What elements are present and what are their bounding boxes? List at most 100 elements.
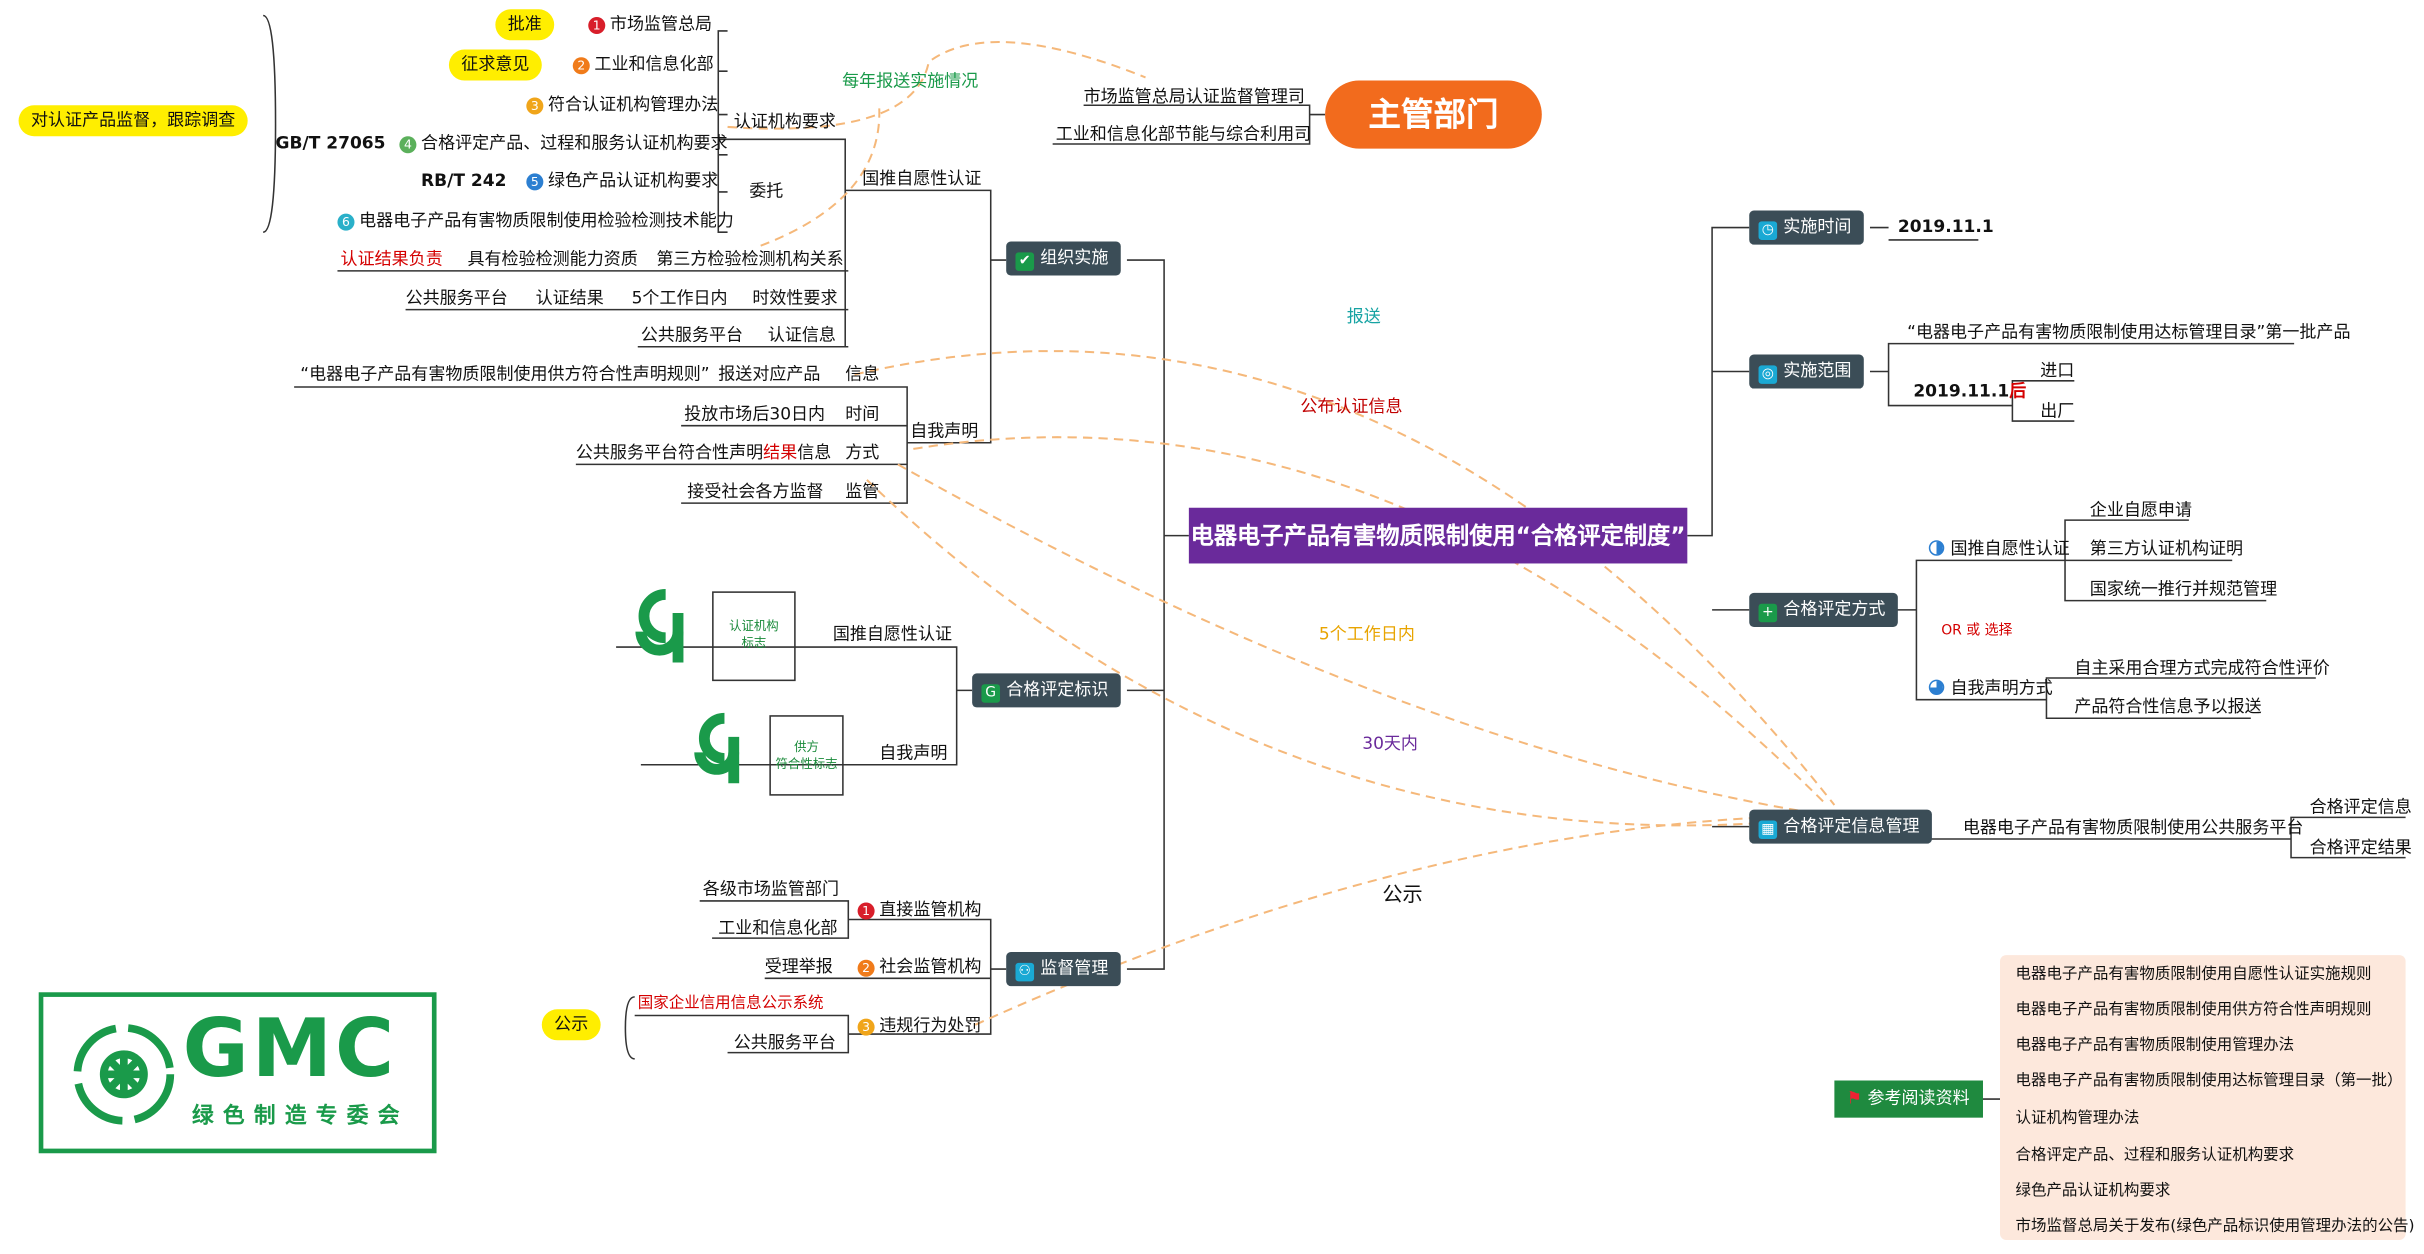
- info-item-1[interactable]: 合格评定信息: [2309, 797, 2412, 818]
- supv-local[interactable]: 各级市场监管部门: [702, 879, 840, 900]
- node-impl-time[interactable]: ◷实施时间: [1749, 210, 1864, 245]
- gmc-subtitle: 绿色制造专委会: [191, 1103, 409, 1129]
- scope-import[interactable]: 进口: [2040, 360, 2075, 381]
- vol-item-1[interactable]: 企业自愿申请: [2089, 500, 2192, 521]
- node-method[interactable]: +合格评定方式: [1749, 592, 1898, 627]
- supv-report[interactable]: 受理举报: [764, 956, 833, 977]
- self-item-1[interactable]: 自主采用合理方式完成符合性评价: [2074, 657, 2330, 679]
- self-accept-supervision[interactable]: 接受社会各方监督: [687, 481, 824, 502]
- references-box: [2000, 955, 2406, 1240]
- supervise-tag[interactable]: 对认证产品监督，跟踪调查: [18, 105, 248, 137]
- progress-half-icon: [1928, 540, 1945, 556]
- people-icon: ⚇: [1015, 962, 1035, 982]
- std-gbt: GB/T 27065: [275, 133, 386, 154]
- cert-third-party[interactable]: 第三方检验检测机构关系: [656, 249, 844, 270]
- gcp-logo-2: [694, 712, 740, 784]
- target-icon: ◎: [1758, 365, 1778, 384]
- cert-capab[interactable]: 具有检验检测能力资质: [467, 249, 638, 270]
- self-platform-result[interactable]: 公共服务平台符合性声明结果信息: [575, 442, 832, 463]
- publicize-tag[interactable]: 公示: [541, 1009, 601, 1041]
- supv-platform[interactable]: 公共服务平台: [733, 1032, 836, 1053]
- org-platform-2[interactable]: 公共服务平台: [640, 325, 744, 346]
- number-3-icon: 3: [857, 1018, 875, 1036]
- mark-voluntary[interactable]: 国推自愿性认证: [832, 623, 953, 644]
- ref-item-3[interactable]: 电器电子产品有害物质限制使用管理办法: [2015, 1037, 2295, 1055]
- dept-miit[interactable]: 工业和信息化部节能与综合利用司: [1055, 123, 1312, 144]
- supv-miit[interactable]: 工业和信息化部: [718, 917, 838, 939]
- scope-catalog[interactable]: “电器电子产品有害物质限制使用达标管理目录”第一批产品: [1907, 321, 2351, 343]
- node-org-impl[interactable]: ✔组织实施: [1006, 241, 1121, 276]
- method-voluntary[interactable]: 国推自愿性认证: [1928, 539, 2070, 561]
- major-dept-topic[interactable]: 主管部门: [1325, 80, 1542, 149]
- ref-item-8[interactable]: 市场监督总局关于发布(绿色产品标识使用管理办法的公告): [2015, 1218, 2415, 1236]
- arrow-label-5days: 5个工作日内: [1318, 623, 1415, 644]
- node-references[interactable]: ⚑ 参考阅读资料: [1834, 1080, 1983, 1118]
- self-method[interactable]: 方式: [845, 442, 880, 463]
- info-item-2[interactable]: 合格评定结果: [2309, 837, 2412, 858]
- vol-item-2[interactable]: 第三方认证机构证明: [2089, 538, 2244, 559]
- self-info[interactable]: 信息: [845, 363, 880, 384]
- consult-tag[interactable]: 征求意见: [448, 49, 542, 81]
- org-platform-1[interactable]: 公共服务平台: [405, 287, 508, 309]
- org-cert-info[interactable]: 认证信息: [767, 325, 836, 346]
- org-timely[interactable]: 时效性要求: [752, 287, 838, 309]
- impl-date[interactable]: 2019.11.1: [1897, 216, 1994, 237]
- ref-item-4[interactable]: 电器电子产品有害物质限制使用达标管理目录（第一批）: [2015, 1072, 2403, 1090]
- clock-icon: ◷: [1758, 221, 1778, 240]
- number-5-icon: 5: [526, 173, 544, 191]
- vol-item-3[interactable]: 国家统一推行并规范管理: [2089, 578, 2278, 600]
- number-2-icon: 2: [572, 57, 590, 75]
- node-supervision[interactable]: ⚇监督管理: [1006, 952, 1121, 987]
- plus-icon: +: [1758, 603, 1778, 623]
- self-report-prod[interactable]: 报送对应产品: [718, 363, 821, 384]
- org-5days[interactable]: 5个工作日内: [631, 287, 728, 309]
- self-30days[interactable]: 投放市场后30日内: [684, 404, 826, 425]
- dept-samr[interactable]: 市场监管总局认证监督管理司: [1083, 86, 1305, 107]
- approve-tag[interactable]: 批准: [495, 9, 555, 41]
- supv-credit-system[interactable]: 国家企业信用信息公示系统: [637, 995, 824, 1013]
- mark-self[interactable]: 自我声明: [879, 743, 948, 764]
- method-self[interactable]: 自我声明方式: [1928, 678, 2053, 700]
- self-rules[interactable]: “电器电子产品有害物质限制使用供方符合性声明规则”: [300, 363, 710, 384]
- central-topic[interactable]: 电器电子产品有害物质限制使用“合格评定制度”: [1188, 507, 1688, 564]
- cert-result-resp[interactable]: 认证结果负责: [340, 249, 443, 270]
- number-4-icon: 4: [399, 136, 417, 154]
- ref-item-7[interactable]: 绿色产品认证机构要求: [2015, 1182, 2171, 1200]
- ref-item-5[interactable]: 认证机构管理办法: [2015, 1109, 2140, 1127]
- self-supervision[interactable]: 监管: [845, 481, 880, 502]
- ref-item-6[interactable]: 合格评定产品、过程和服务认证机构要求: [2015, 1147, 2295, 1165]
- node-info-mgmt[interactable]: ▦合格评定信息管理: [1749, 809, 1932, 844]
- org-voluntary[interactable]: 国推自愿性认证: [862, 168, 982, 189]
- number-2-icon: 2: [857, 959, 875, 977]
- arrow-label-publish: 公布认证信息: [1300, 396, 1403, 417]
- info-platform[interactable]: 电器电子产品有害物质限制使用公共服务平台: [1962, 817, 2304, 838]
- scope-factory[interactable]: 出厂: [2040, 400, 2075, 422]
- org-self-declare[interactable]: 自我声明: [910, 421, 979, 442]
- org-agency-req[interactable]: 认证机构要求: [733, 111, 836, 132]
- scope-date[interactable]: 2019.11.1后: [1913, 380, 2027, 401]
- number-6-icon: 6: [337, 213, 355, 231]
- badge-icon: G: [981, 684, 1001, 703]
- seal-supplier-conformity: 供方符合性标志: [769, 715, 844, 796]
- flag-icon: ⚑: [1846, 1088, 1863, 1109]
- ref-item-1[interactable]: 电器电子产品有害物质限制使用自愿性认证实施规则: [2015, 965, 2372, 983]
- ref-item-2[interactable]: 电器电子产品有害物质限制使用供方符合性声明规则: [2015, 1001, 2372, 1019]
- recycle-wheel-icon: [73, 1024, 175, 1125]
- self-time[interactable]: 时间: [845, 404, 880, 425]
- arrow-label-30days: 30天内: [1362, 733, 1418, 754]
- node-scope[interactable]: ◎实施范围: [1749, 354, 1864, 389]
- self-item-2[interactable]: 产品符合性信息予以报送: [2074, 696, 2262, 717]
- gmc-text: GMC: [182, 1003, 398, 1096]
- org-cert-result[interactable]: 认证结果: [535, 287, 604, 309]
- gmc-logo: GMC 绿色制造专委会: [38, 992, 437, 1154]
